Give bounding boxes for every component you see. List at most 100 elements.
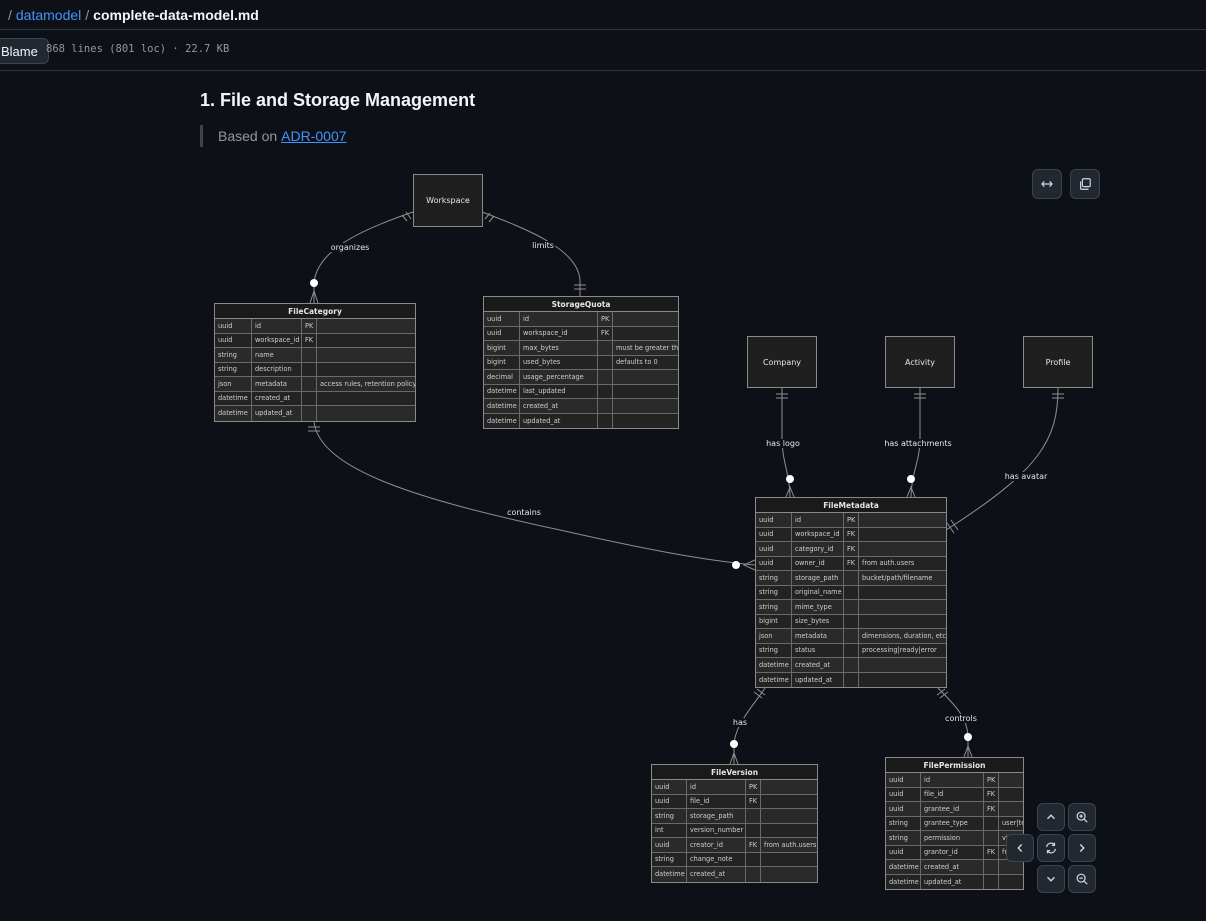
column-type: string — [886, 831, 921, 845]
column-name: id — [252, 319, 302, 333]
column-name: created_at — [252, 391, 302, 405]
column-comment — [761, 795, 817, 809]
column-name: id — [687, 780, 746, 794]
column-type: datetime — [886, 860, 921, 874]
label-controls: controls — [944, 714, 978, 723]
column-type: uuid — [756, 513, 792, 527]
column-key: FK — [984, 845, 999, 859]
column-comment — [317, 392, 415, 406]
column-name: workspace_id — [520, 326, 598, 340]
column-type: string — [652, 809, 687, 823]
column-type: datetime — [756, 658, 792, 672]
expand-diagram-button[interactable] — [1032, 169, 1062, 199]
breadcrumb-parent-link[interactable]: datamodel — [15, 6, 82, 23]
column-name: permission — [921, 831, 984, 845]
column-comment: must be greater than 0 — [616, 343, 678, 352]
edge-contains — [313, 421, 756, 566]
column-comment — [761, 824, 817, 838]
edge-marker — [729, 751, 739, 765]
column-key: PK — [984, 773, 999, 787]
column-type: decimal — [484, 370, 520, 384]
column-key — [598, 370, 613, 384]
column-type: datetime — [484, 384, 520, 398]
zoom-in-icon — [1076, 811, 1088, 823]
column-comment — [317, 334, 415, 348]
column-key: FK — [844, 527, 859, 541]
column-key — [746, 852, 761, 866]
pan-right-button[interactable] — [1068, 834, 1096, 862]
column-type: bigint — [484, 341, 520, 355]
entity-profile: Profile — [1023, 336, 1093, 388]
blame-button[interactable]: Blame — [0, 38, 49, 64]
column-type: uuid — [652, 780, 687, 794]
column-comment — [859, 542, 946, 556]
pan-up-button[interactable] — [1037, 803, 1065, 831]
copy-diagram-button[interactable] — [1070, 169, 1100, 199]
column-comment — [999, 860, 1023, 874]
table-title: FileCategory — [215, 304, 415, 319]
column-type: bigint — [484, 355, 520, 369]
chevron-up-icon — [1047, 814, 1055, 820]
adr-link[interactable]: ADR-0007 — [281, 128, 347, 144]
column-comment — [761, 867, 817, 882]
column-comment: user|team|role — [1002, 819, 1023, 828]
pan-down-button[interactable] — [1037, 865, 1065, 893]
column-type: string — [756, 585, 792, 599]
table-row: stringpermissionview|edit|admin — [886, 831, 1023, 846]
column-type: datetime — [886, 874, 921, 889]
column-key — [844, 629, 859, 643]
zoom-out-button[interactable] — [1068, 865, 1096, 893]
column-key: PK — [598, 312, 613, 326]
label-has: has — [731, 718, 749, 727]
column-key — [984, 874, 999, 889]
column-type: string — [215, 348, 252, 362]
column-type: uuid — [215, 319, 252, 333]
column-comment — [613, 414, 678, 429]
column-key: FK — [984, 787, 999, 801]
sync-icon — [1046, 842, 1056, 854]
zoom-in-button[interactable] — [1068, 803, 1096, 831]
edge-marker — [484, 212, 491, 220]
column-comment — [317, 363, 415, 377]
column-key — [302, 406, 317, 421]
column-comment — [613, 399, 678, 413]
label-has-avatar: has avatar — [1003, 472, 1049, 481]
edge-marker — [730, 740, 738, 748]
column-key: FK — [844, 542, 859, 556]
column-name: category_id — [792, 542, 844, 556]
column-name: created_at — [520, 399, 598, 413]
label-limits: limits — [531, 241, 555, 250]
edge-marker — [946, 522, 955, 534]
column-key — [984, 816, 999, 830]
label-has-attachments: has attachments — [883, 439, 953, 448]
column-comment — [761, 853, 817, 867]
quote-prefix: Based on — [218, 128, 278, 144]
column-type: uuid — [886, 802, 921, 816]
column-name: size_bytes — [792, 614, 844, 628]
column-name: storage_path — [687, 809, 746, 823]
column-type: uuid — [215, 333, 252, 347]
column-name: grantee_type — [921, 816, 984, 830]
edge-marker — [309, 289, 319, 304]
column-name: file_id — [921, 787, 984, 801]
reset-view-button[interactable] — [1037, 834, 1065, 862]
column-comment — [859, 615, 946, 629]
column-name: created_at — [687, 867, 746, 882]
column-key — [598, 384, 613, 398]
edge-marker — [732, 561, 740, 569]
pan-left-button[interactable] — [1006, 834, 1034, 862]
column-key: FK — [746, 838, 761, 852]
edge-marker — [950, 519, 959, 531]
